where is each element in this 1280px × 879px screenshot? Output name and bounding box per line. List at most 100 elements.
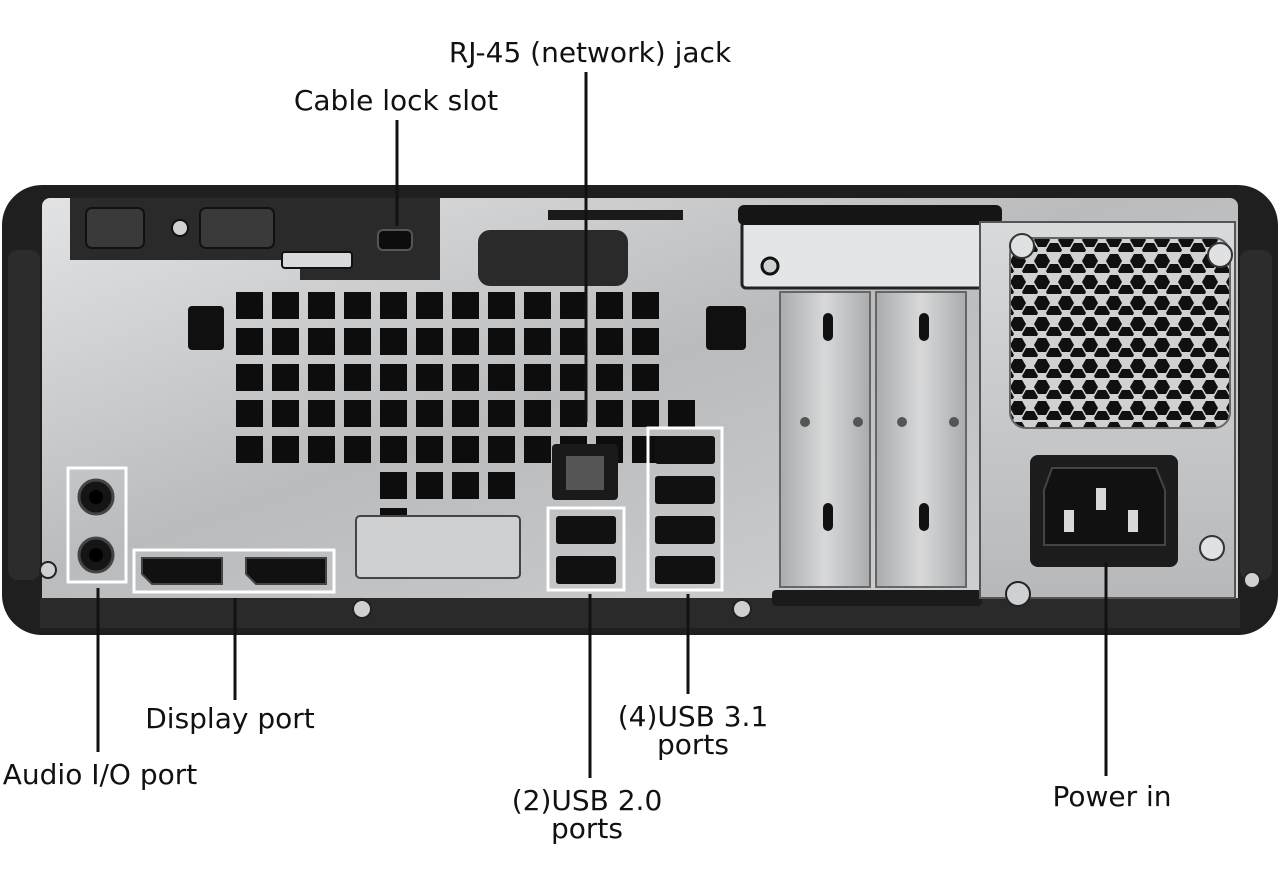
vent-hole: [632, 436, 659, 463]
top-button-left: [85, 207, 145, 249]
usb31-port-3: [655, 516, 715, 544]
vent-hole: [668, 400, 695, 427]
audio-jack-bottom-inner: [89, 548, 103, 562]
usb20-port-1: [556, 516, 616, 544]
slot-screw: [760, 256, 780, 276]
panel-screw-left: [39, 561, 57, 579]
slot-1-dot-a: [800, 417, 810, 427]
vent-hole: [308, 328, 335, 355]
vent-hole: [560, 292, 587, 319]
vent-hole: [452, 364, 479, 391]
vent-hole: [380, 292, 407, 319]
chassis-bottom-edge: [40, 598, 1240, 628]
slot-1-dot-b: [853, 417, 863, 427]
panel-screw-right: [1243, 571, 1261, 589]
rear-handle-slot: [478, 230, 628, 286]
vent-hole: [596, 292, 623, 319]
vent-hole: [524, 292, 551, 319]
display-highlight-box: [132, 548, 336, 594]
vent-hole: [632, 364, 659, 391]
chassis-side-right: [1240, 250, 1272, 580]
power-pin-right: [1128, 510, 1138, 532]
vent-hole: [416, 364, 443, 391]
vent-hole: [596, 328, 623, 355]
right-clip: [706, 306, 746, 350]
audio-jack-top-inner: [89, 490, 103, 504]
vent-hole: [272, 292, 299, 319]
power-pin-left: [1064, 510, 1074, 532]
slot-2-dot-a: [897, 417, 907, 427]
vent-hole: [452, 436, 479, 463]
cable-lock-slot: [377, 229, 413, 251]
label-usb31-line1: (4)USB 3.1: [618, 700, 769, 733]
vent-hole: [488, 364, 515, 391]
vent-hole: [560, 364, 587, 391]
vent-hole: [488, 436, 515, 463]
usb20-highlight-box: [546, 506, 626, 592]
vent-hole: [452, 472, 479, 499]
vent-hole: [272, 400, 299, 427]
serial-connector: [281, 251, 353, 269]
vent-hole: [308, 364, 335, 391]
vent-hole: [524, 400, 551, 427]
usb31-ports: [646, 426, 724, 592]
usb31-port-2: [655, 476, 715, 504]
vent-hole: [380, 472, 407, 499]
slot-2-dot-b: [949, 417, 959, 427]
vent-hole: [308, 436, 335, 463]
usb31-port-1: [655, 436, 715, 464]
slot-1: [779, 291, 871, 588]
top-button-right: [199, 207, 275, 249]
expansion-slots: [738, 205, 1002, 606]
vent-hole: [488, 292, 515, 319]
vent-hole: [236, 292, 263, 319]
vent-hole: [416, 436, 443, 463]
psu-screw-bottom: [1199, 535, 1225, 561]
blank-plate: [355, 515, 521, 579]
vent-hole: [596, 400, 623, 427]
slot-1-hole-a: [823, 313, 833, 341]
panel-screw-mid-1: [352, 599, 372, 619]
vent-hole: [380, 400, 407, 427]
slot-handle: [738, 205, 1002, 225]
display-port-1: [141, 557, 223, 585]
audio-ports: [66, 466, 128, 584]
slot-2-hole-b: [919, 503, 929, 531]
vent-hole: [488, 328, 515, 355]
slot-bottom-bar: [772, 590, 982, 606]
label-cable-lock: Cable lock slot: [294, 84, 498, 117]
vent-hole: [632, 292, 659, 319]
vent-hole: [236, 436, 263, 463]
vent-hole: [236, 364, 263, 391]
vent-hole: [488, 472, 515, 499]
top-bar: [548, 210, 683, 220]
usb20-ports: [546, 506, 626, 592]
vent-hole: [524, 436, 551, 463]
vent-hole: [308, 400, 335, 427]
usb20-port-2: [556, 556, 616, 584]
rj45-port: [552, 444, 618, 500]
vent-hole: [632, 328, 659, 355]
label-usb20-line2: ports: [551, 812, 623, 845]
vent-hole: [452, 400, 479, 427]
vent-hole: [524, 364, 551, 391]
vent-hole: [488, 400, 515, 427]
psu-screw-top-left: [1009, 233, 1035, 259]
vent-hole: [596, 364, 623, 391]
label-rj45: RJ-45 (network) jack: [449, 36, 732, 69]
vent-hole: [344, 436, 371, 463]
vent-grid: [236, 292, 695, 535]
chassis-side-left: [8, 250, 40, 580]
vent-hole: [272, 328, 299, 355]
vent-hole: [416, 472, 443, 499]
slot-1-hole-b: [823, 503, 833, 531]
vent-hole: [380, 328, 407, 355]
label-power-in: Power in: [1052, 780, 1171, 813]
slot-bracket-top: [740, 220, 1002, 290]
vent-hole: [416, 400, 443, 427]
left-clip: [188, 306, 224, 350]
top-screw: [171, 219, 189, 237]
usb31-highlight-box: [646, 426, 724, 592]
vent-hole: [560, 328, 587, 355]
